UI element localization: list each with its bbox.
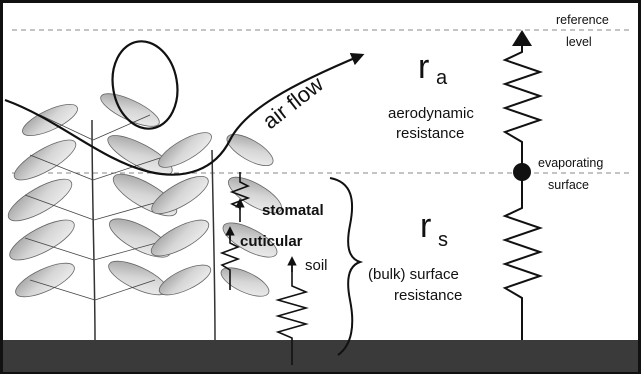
r-s-subscript: s (438, 229, 448, 251)
leaf (9, 133, 81, 187)
r-a-symbol: r (418, 48, 429, 86)
resistor-chain (505, 40, 540, 340)
reference-arrow-head (512, 30, 532, 46)
plant-right-stem (212, 150, 215, 340)
reference-level-label-line2: level (566, 35, 592, 49)
evaporating-surface-label-line1: evaporating (538, 156, 603, 170)
r-a-subscript: a (436, 67, 448, 89)
leaf (11, 257, 78, 304)
leaf (155, 259, 214, 301)
evaporating-surface-node (513, 163, 531, 181)
ground-band (3, 340, 638, 372)
cuticular-label: cuticular (240, 233, 303, 250)
r-s-symbol: r (420, 207, 431, 245)
reference-level-label-line1: reference (556, 13, 609, 27)
leaf (222, 128, 277, 171)
leaf (104, 255, 171, 302)
aerodynamic-resistance-line2: resistance (396, 125, 464, 142)
evaporating-surface-label-line2: surface (548, 178, 589, 192)
soil-label: soil (305, 257, 328, 274)
plant-left-stem (92, 120, 95, 340)
surface-resistance-line1: (bulk) surface (368, 266, 459, 283)
surface-resistance-line2: resistance (394, 287, 462, 304)
aerodynamic-resistance-line1: aerodynamic (388, 105, 474, 122)
curly-brace (330, 178, 360, 355)
leaf (97, 87, 163, 132)
stomatal-label: stomatal (262, 202, 324, 219)
frame-border (2, 2, 640, 373)
